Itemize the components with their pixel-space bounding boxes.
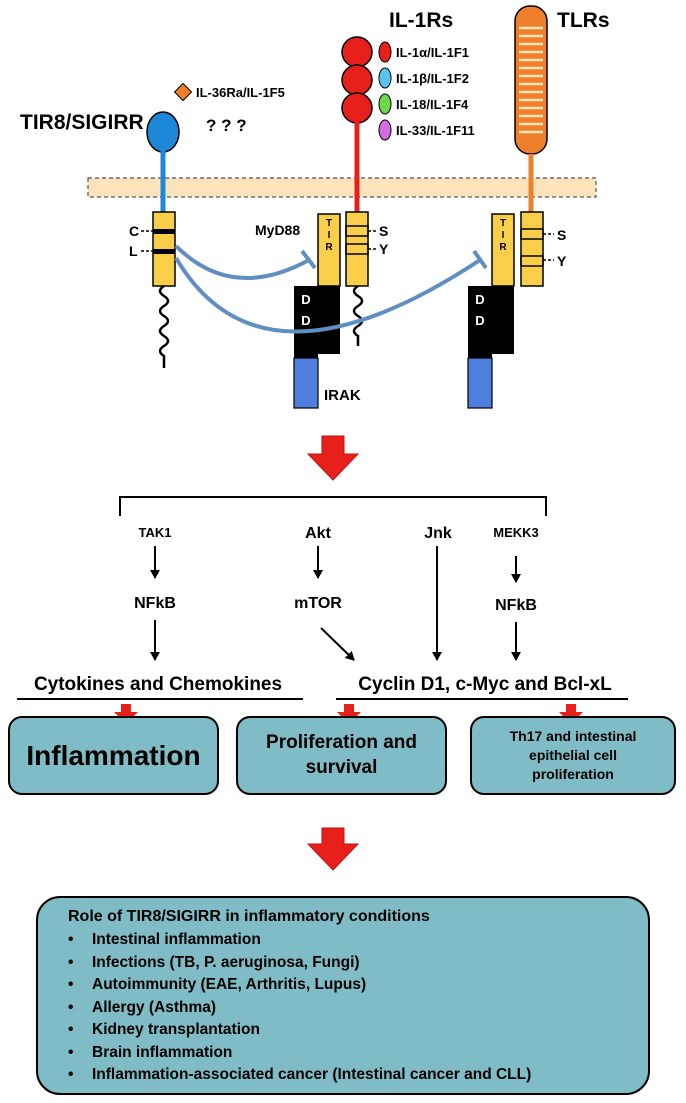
il1rs-label: IL-1Rs — [389, 9, 453, 32]
tlr-irak-dd-label: D — [475, 313, 484, 328]
ligand-label-il33: IL-33/IL-1F11 — [396, 123, 475, 138]
mtor-label: mTOR — [294, 595, 342, 612]
irak-dd-label: D — [301, 292, 310, 307]
il1r-s-label: S — [379, 223, 388, 239]
role-item: Infections (TB, P. aeruginosa, Fungi) — [68, 952, 634, 975]
tlr-irak-death-domain — [468, 286, 492, 358]
role-item: Autoimmunity (EAE, Arthritis, Lupus) — [68, 974, 634, 997]
irak-death-domain — [294, 286, 318, 358]
th17-label-line1: Th17 and intestinal — [509, 728, 637, 745]
tir8-extracellular-domain — [146, 111, 180, 153]
myd88-tir-label: I — [328, 230, 331, 241]
myd88-death-domain — [318, 286, 340, 354]
irak-kinase-domain — [293, 357, 319, 409]
il1r-intracellular-tail — [352, 284, 364, 346]
nfkb-left-label: NFkB — [134, 595, 176, 612]
cytokines-label: Cytokines and Chemokines — [34, 674, 282, 695]
l-residue-label: L — [129, 243, 138, 259]
role-item: Intestinal inflammation — [68, 929, 634, 952]
tlr-myd88-tir-label: T — [500, 218, 506, 229]
th17-label-line2: epithelial cell — [529, 747, 617, 764]
il1r-tir-domain — [345, 211, 369, 287]
small-red-arrow-3 — [559, 704, 583, 724]
ligand-dot-il18 — [378, 93, 392, 115]
role-list: Intestinal inflammation Infections (TB, … — [68, 929, 634, 1087]
tlr-y-label: Y — [557, 253, 567, 269]
tlr-myd88-tir-label: R — [499, 242, 507, 253]
ligand-dot-il1a — [378, 41, 392, 63]
role-item: Allergy (Asthma) — [68, 997, 634, 1020]
jnk-label: Jnk — [424, 525, 452, 542]
myd88-tir-label: T — [326, 218, 332, 229]
myd88-label: MyD88 — [255, 222, 300, 238]
nfkb-right-label: NFkB — [495, 597, 537, 614]
il1r-ig-domain-3 — [341, 92, 373, 124]
ligand-label-il1b: IL-1β/IL-1F2 — [396, 71, 469, 86]
c-residue-label: C — [129, 223, 139, 239]
irak-label: IRAK — [324, 387, 361, 404]
tlr-irak-kinase-domain — [467, 357, 493, 409]
tlr-myd88-death-domain — [492, 286, 514, 354]
tir8-intracellular-tail — [158, 284, 170, 368]
th17-label-line3: proliferation — [532, 765, 614, 782]
akt-label: Akt — [305, 525, 331, 542]
il36ra-ligand-diamond — [173, 82, 193, 102]
proliferation-label-line1: Proliferation and — [266, 731, 417, 753]
inhibition-arc-tlr — [174, 256, 482, 334]
red-down-arrow-1 — [306, 435, 360, 481]
inflammation-label: Inflammation — [26, 739, 201, 771]
role-item: Kidney transplantation — [68, 1019, 634, 1042]
irak-dd-label: D — [301, 313, 310, 328]
tlr-myd88-tir-label: I — [502, 230, 505, 241]
tlrs-label: TLRs — [557, 9, 610, 32]
tlr-s-label: S — [557, 227, 566, 243]
ligand-dot-il1b — [378, 67, 392, 89]
role-title: Role of TIR8/SIGIRR in inflammatory cond… — [68, 908, 430, 925]
tlr-lrr-stripes — [519, 26, 543, 134]
tlr-irak-dd-label: D — [475, 292, 484, 307]
ligand-dot-il33 — [378, 119, 392, 141]
arrow-mtor-cyclin — [320, 627, 355, 661]
cyclin-label: Cyclin D1, c-Myc and Bcl-xL — [358, 674, 612, 695]
ligand-label-il1a: IL-1α/IL-1F1 — [396, 45, 469, 60]
tak1-label: TAK1 — [139, 525, 172, 540]
role-item: Brain inflammation — [68, 1042, 634, 1065]
small-red-arrow-2 — [337, 704, 361, 724]
mekk3-label: MEKK3 — [493, 525, 539, 540]
tir8-label: TIR8/SIGIRR — [20, 111, 144, 134]
proliferation-label-line2: survival — [305, 756, 378, 778]
unknown-ligands-label: ? ? ? — [206, 116, 247, 135]
red-down-arrow-2 — [306, 827, 360, 871]
tlr-tir-domain — [520, 211, 544, 287]
th17-box: Th17 and intestinal epithelial cell prol… — [470, 716, 676, 795]
proliferation-box: Proliferation and survival — [236, 716, 447, 795]
small-red-arrow-1 — [114, 704, 138, 724]
myd88-tir-label: R — [325, 242, 333, 253]
inhibition-arc-il1r — [174, 244, 310, 280]
il1r-y-label: Y — [379, 241, 389, 257]
il1r-ig-domain-2 — [341, 64, 373, 96]
ligand-label-il18: IL-18/IL-1F4 — [396, 97, 469, 112]
inflammation-box: Inflammation — [8, 716, 219, 795]
cell-membrane — [87, 177, 597, 198]
il36ra-label: IL-36Ra/IL-1F5 — [196, 85, 285, 100]
role-box: Role of TIR8/SIGIRR in inflammatory cond… — [36, 896, 650, 1095]
role-item: Inflammation-associated cancer (Intestin… — [68, 1064, 634, 1087]
il1r-ig-domain-1 — [341, 36, 373, 68]
